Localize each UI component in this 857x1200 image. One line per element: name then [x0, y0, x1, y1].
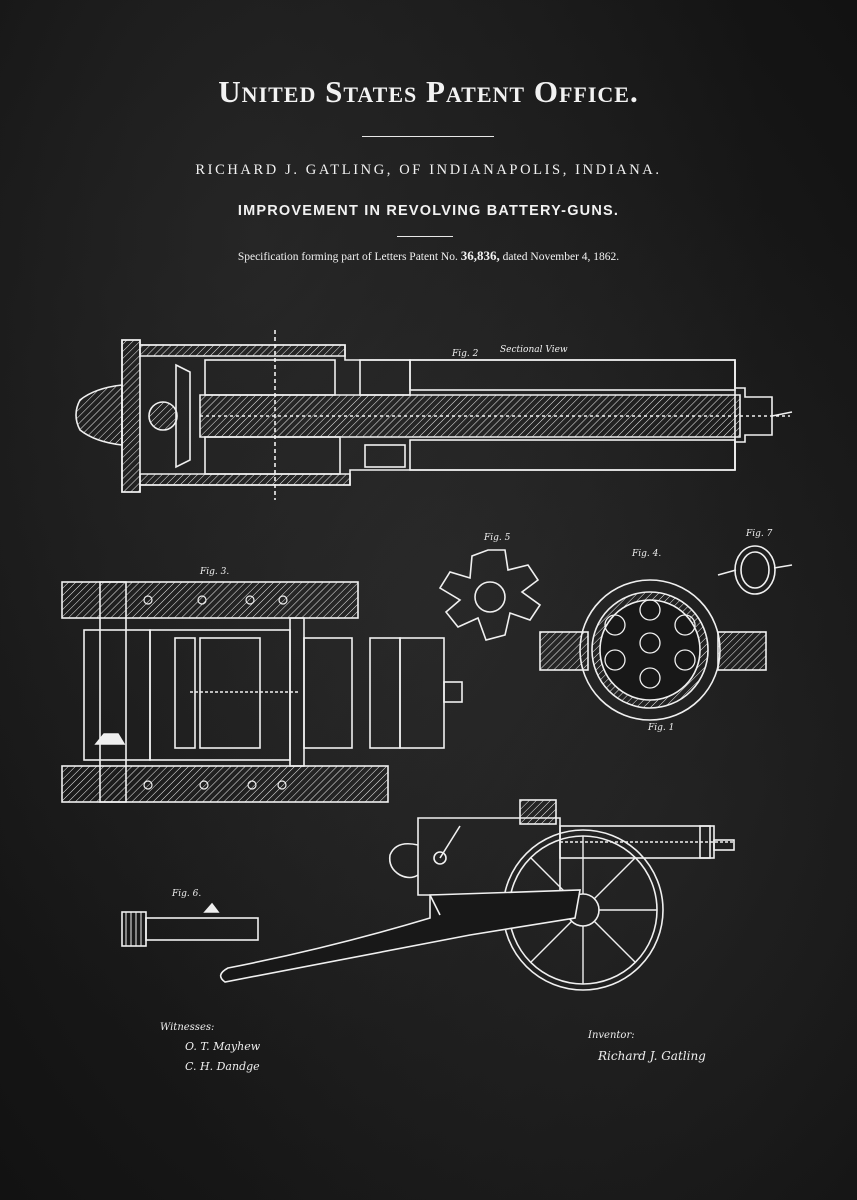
fig2-label: Fig. 2 [451, 349, 479, 359]
fig1-label: Fig. 1 [647, 723, 674, 733]
gun-on-carriage [219, 799, 735, 991]
fig7-label: Fig. 7 [745, 529, 773, 539]
fig3-lock-cylinder [61, 581, 463, 803]
fig7-ring [717, 545, 793, 595]
fig4-label: Fig. 4. [631, 549, 661, 559]
patent-number: 36,836, [460, 248, 500, 263]
inventor-line: RICHARD J. GATLING, OF INDIANAPOLIS, IND… [195, 162, 662, 178]
fig6-label: Fig. 6. [171, 889, 201, 899]
fig5-star-wheel [438, 549, 542, 641]
title-divider [362, 136, 494, 137]
fig4-breech-view [539, 579, 767, 721]
inventor-signature: Richard J. Gatling [597, 1049, 706, 1063]
fig5-label: Fig. 5 [483, 533, 511, 543]
spec-prefix: Specification forming part of Letters Pa… [237, 251, 458, 263]
fig2-caption: Sectional View [500, 345, 568, 355]
subject-divider [397, 236, 453, 237]
patent-office-title: United States Patent Office. [218, 74, 639, 109]
inventor-label: Inventor: [587, 1030, 635, 1041]
spec-suffix: dated November 4, 1862. [502, 251, 620, 263]
witness-1-signature: O. T. Mayhew [185, 1040, 261, 1053]
specification-line: Specification forming part of Letters Pa… [0, 248, 857, 264]
fig6-cartridge [121, 902, 259, 947]
witness-2-signature: C. H. Dandge [185, 1060, 260, 1073]
fig3-label: Fig. 3. [199, 567, 229, 577]
witnesses-label: Witnesses: [160, 1022, 214, 1033]
fig2-sectional-view [75, 330, 793, 500]
patent-subject: IMPROVEMENT IN REVOLVING BATTERY-GUNS. [237, 203, 620, 219]
